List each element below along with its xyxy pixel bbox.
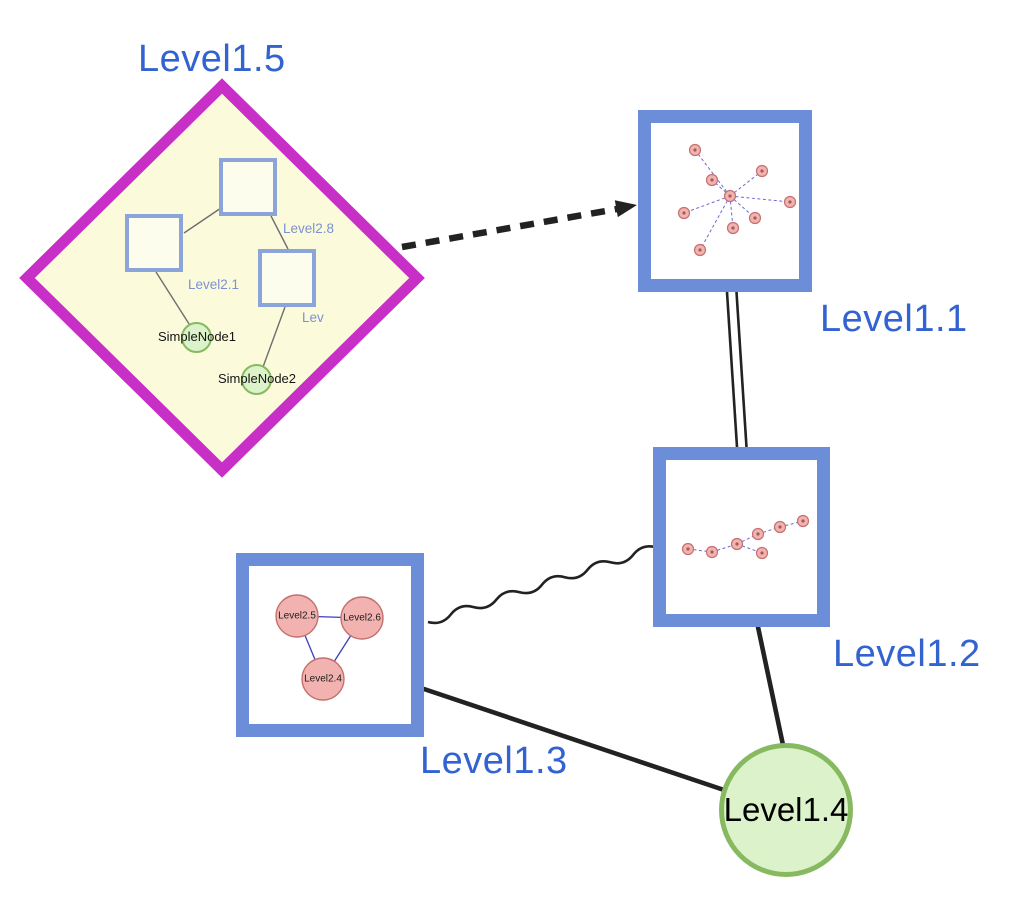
arrowhead-icon: [614, 200, 637, 218]
level1-2-inner-graph: [681, 514, 810, 560]
level1-1-inner-graph: [677, 143, 797, 257]
level2-5-node[interactable]: [275, 594, 319, 638]
level1-2-label: Level1.2: [833, 633, 981, 675]
edge-level15-to-level11[interactable]: [401, 200, 637, 251]
level2-8-label: Level2.8: [283, 221, 335, 236]
level1-5-diamond-node[interactable]: [19, 78, 425, 478]
lev-label: Lev: [302, 310, 324, 325]
lev-node[interactable]: [258, 249, 316, 307]
level1-3-group-node[interactable]: Level2.5 Level2.6 Level2.4: [236, 553, 424, 737]
level2-6-label: Level2.6: [343, 613, 381, 624]
simplenode2-node[interactable]: [241, 364, 272, 395]
level1-5-label: Level1.5: [138, 38, 286, 80]
simplenode1-label: SimpleNode1: [157, 329, 237, 344]
simplenode1-node[interactable]: [181, 322, 212, 353]
edge-level28-lev: [270, 215, 289, 250]
level2-6-node[interactable]: [340, 596, 384, 640]
level1-3-inner-graph: Level2.5 Level2.6 Level2.4: [275, 594, 384, 701]
level1-3-label: Level1.3: [420, 740, 568, 782]
simplenode2-label: SimpleNode2: [217, 371, 297, 386]
edge-lev-simplenode2: [262, 306, 286, 368]
level2-1-label: Level2.1: [188, 277, 240, 292]
level1-1-group-node[interactable]: [638, 110, 812, 292]
level2-4-label: Level2.4: [304, 674, 342, 685]
edge-level12-to-level14[interactable]: [755, 624, 786, 748]
level1-1-inner-edges: [683, 149, 791, 251]
edge-level13-to-level14[interactable]: [421, 686, 730, 794]
level2-8-node[interactable]: [219, 158, 277, 216]
edge-level21-simplenode1: [155, 271, 192, 328]
edge-level21-level28: [183, 207, 222, 234]
level2-5-label: Level2.5: [278, 611, 316, 622]
level1-1-label: Level1.1: [820, 298, 968, 340]
level1-4-label: Level1.4: [723, 791, 849, 828]
diamond-inner-edges: [155, 207, 289, 368]
level1-2-inner-nodes[interactable]: [681, 514, 810, 560]
level1-1-inner-nodes[interactable]: [677, 143, 797, 257]
edge-level11-to-level12[interactable]: [725, 291, 748, 448]
level1-2-group-node[interactable]: [653, 447, 830, 627]
level2-1-node[interactable]: [125, 214, 183, 272]
level2-4-node[interactable]: [301, 657, 345, 701]
edge-level13-to-level12[interactable]: [427, 545, 657, 625]
level1-4-node[interactable]: Level1.4: [719, 743, 853, 877]
level1-3-inner-nodes[interactable]: [275, 594, 384, 701]
